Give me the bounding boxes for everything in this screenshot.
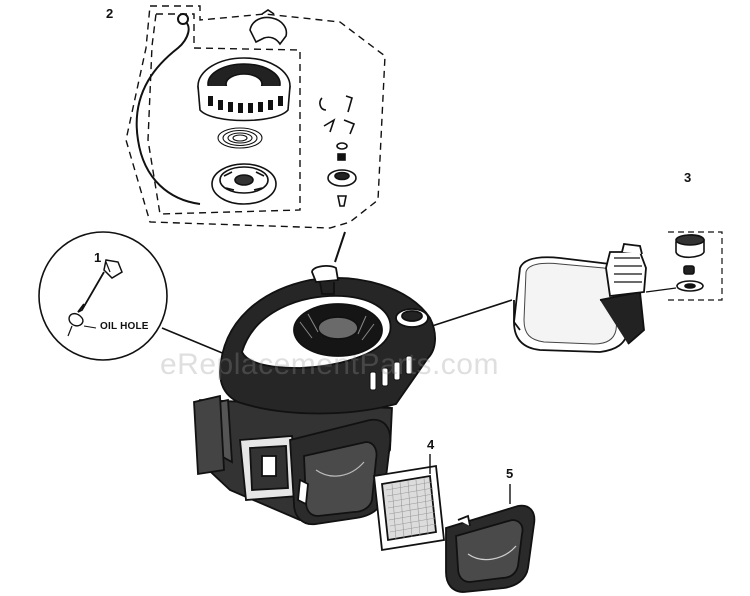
fuel-cap-detail <box>645 231 723 301</box>
fuel-tank <box>513 243 647 353</box>
callout-2: 2 <box>106 6 114 21</box>
callout-1: 1 <box>94 250 102 265</box>
callout-4: 4 <box>427 437 435 452</box>
leader-line-2 <box>334 231 346 263</box>
callout-3: 3 <box>684 170 692 185</box>
callout-5: 5 <box>506 466 514 481</box>
air-filter <box>373 454 445 552</box>
starter-housing <box>197 57 291 122</box>
air-cleaner-cover <box>445 484 536 593</box>
engine-assembly <box>193 265 436 526</box>
recoil-spring <box>217 127 263 149</box>
watermark-text: eReplacementParts.com <box>160 348 499 381</box>
starter-rope <box>135 13 201 205</box>
dipstick-detail <box>38 231 168 361</box>
oil-hole-label: OIL HOLE <box>100 321 149 332</box>
leader-line-3 <box>431 299 513 327</box>
starter-handle <box>249 9 288 46</box>
pawl-hardware <box>319 95 357 207</box>
starter-pulley <box>211 163 277 205</box>
